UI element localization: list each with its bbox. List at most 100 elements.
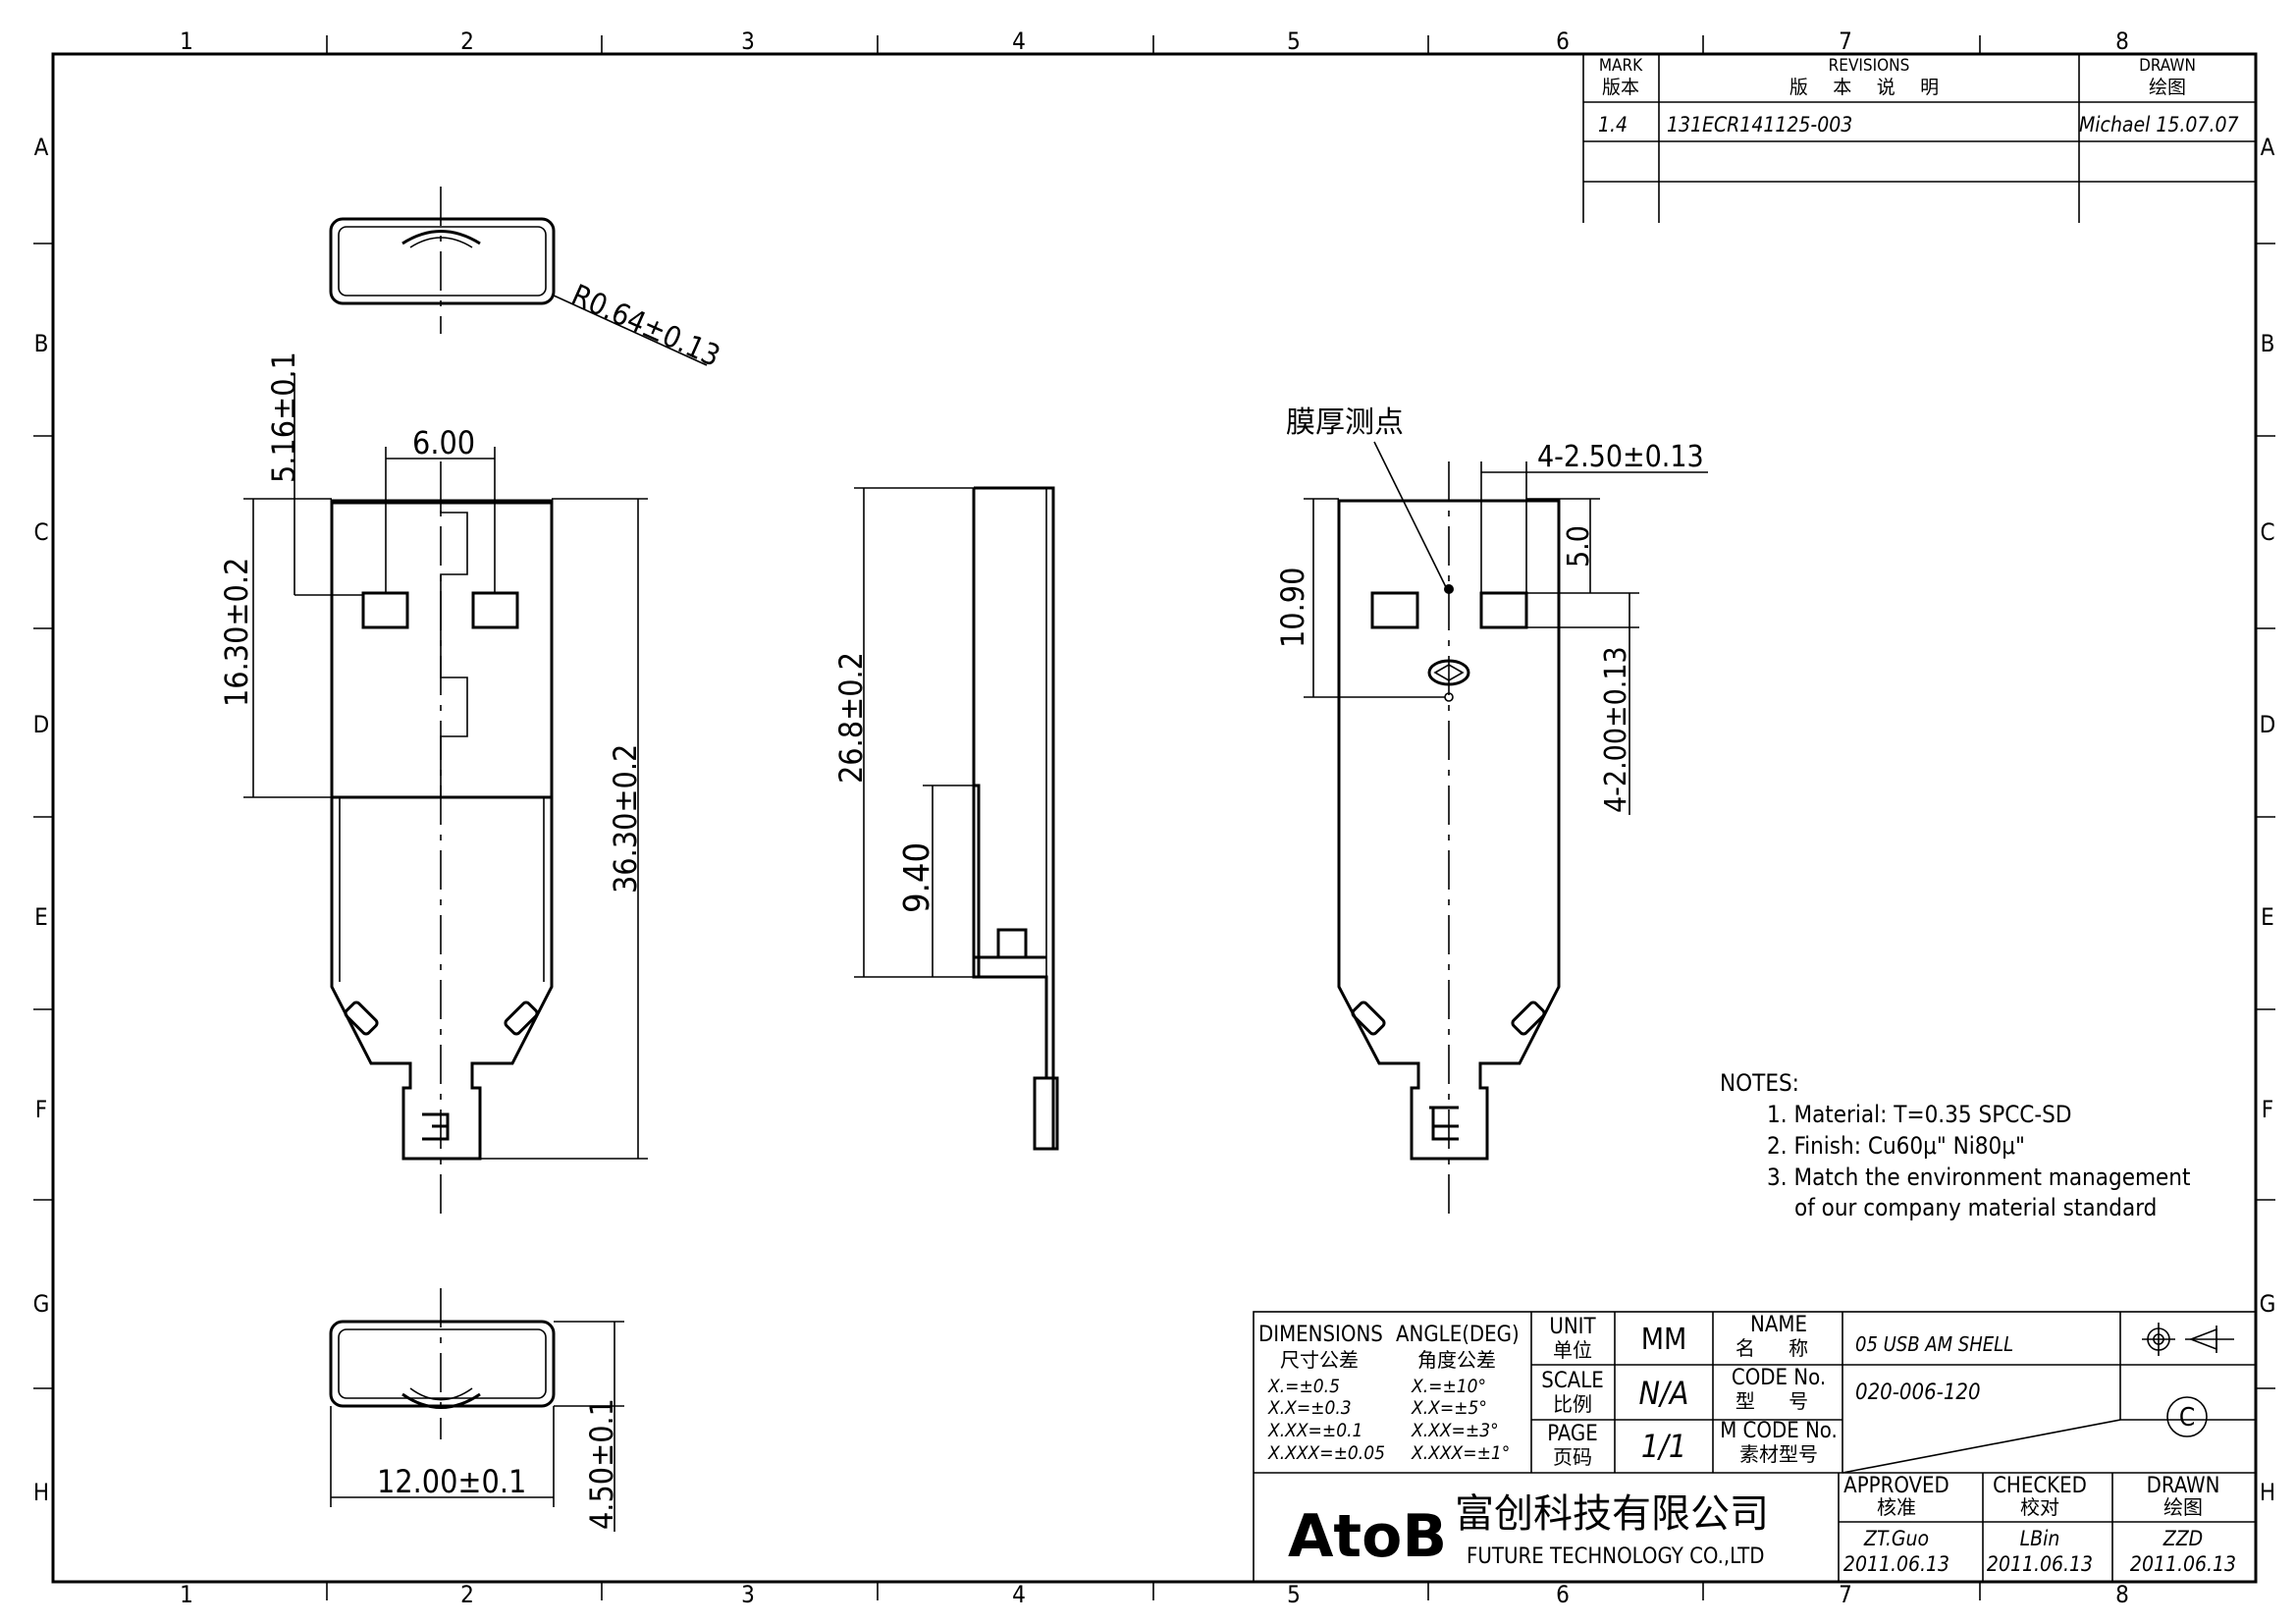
rev-entry-drawn: Michael 15.07.07 [2079, 113, 2238, 136]
row-label-g-left: G [33, 1290, 50, 1318]
notes-title: NOTES: [1720, 1069, 1799, 1097]
mcode-label-cn: 素材型号 [1739, 1442, 1818, 1466]
angtol-row-2: X.X=±5° [1411, 1397, 1487, 1419]
row-label-g-right: G [2260, 1290, 2276, 1318]
dim-268-label: 26.8±0.2 [832, 652, 870, 784]
radius-dim-label: R0.64±0.13 [566, 278, 725, 374]
dim-516-label: 5.16±0.1 [265, 352, 302, 483]
row-label-h-right: H [2260, 1479, 2275, 1506]
dim-1200-label: 12.00±0.1 [377, 1463, 526, 1500]
unit-label: UNIT [1549, 1315, 1596, 1339]
col-label-8-top: 8 [2115, 27, 2129, 55]
col-label-3-top: 3 [741, 27, 755, 55]
col-label-1-top: 1 [180, 27, 193, 55]
row-label-d-left: D [33, 711, 50, 738]
scale-label-cn: 比例 [1553, 1392, 1592, 1416]
approved-name: ZT.Guo [1863, 1527, 1929, 1550]
approved-date: 2011.06.13 [1843, 1552, 1949, 1576]
dim-450-label: 4.50±0.1 [583, 1398, 620, 1530]
col-label-4-top: 4 [1012, 27, 1026, 55]
row-label-b-right: B [2261, 330, 2275, 357]
dim-50-label: 5.0 [1562, 525, 1596, 568]
name-value: 05 USB AM SHELL [1855, 1332, 2013, 1356]
checked-date: 2011.06.13 [1987, 1552, 2093, 1576]
dim-1630-label: 16.30±0.2 [218, 558, 255, 707]
col-label-1-bottom: 1 [180, 1581, 193, 1608]
col-label-4-bottom: 4 [1012, 1581, 1026, 1608]
page-label-cn: 页码 [1553, 1445, 1592, 1469]
col-label-5-bottom: 5 [1287, 1581, 1301, 1608]
row-label-d-right: D [2260, 711, 2276, 738]
dim-4x250-label: 4-2.50±0.13 [1537, 440, 1704, 474]
code-label: CODE No. [1732, 1366, 1826, 1390]
tol-row-2: X.X=±0.3 [1267, 1397, 1352, 1419]
tol-row-4: X.XXX=±0.05 [1267, 1442, 1385, 1464]
row-label-f-right: F [2262, 1096, 2273, 1123]
thickness-point-callout: 膜厚测点 [1286, 406, 1404, 440]
note-item-1: 1. Material: T=0.35 SPCC-SD [1767, 1101, 2072, 1128]
row-label-h-left: H [33, 1479, 49, 1506]
angtol-row-1: X.=±10° [1411, 1376, 1486, 1397]
front-view: 5.16±0.1 6.00 16.30±0.2 36.30±0.2 [218, 352, 648, 1218]
row-label-f-left: F [35, 1096, 47, 1123]
unit-value: MM [1641, 1323, 1687, 1357]
checked-name: LBin [2020, 1527, 2060, 1550]
dim-4x200-label: 4-2.00±0.13 [1599, 646, 1633, 813]
rev-revisions-header: REVISIONS [1829, 56, 1910, 76]
title-block: DIMENSIONS 尺寸公差 ANGLE(DEG) 角度公差 X.=±0.5 … [1253, 1311, 2257, 1583]
dimensions-header: DIMENSIONS [1258, 1323, 1383, 1347]
angtol-row-4: X.XXX=±1° [1411, 1442, 1510, 1464]
rev-mark-header: MARK [1599, 56, 1643, 76]
row-label-c-right: C [2260, 518, 2274, 546]
note-item-4: of our company material standard [1794, 1194, 2157, 1221]
row-label-e-right: E [2261, 903, 2274, 931]
angtol-row-3: X.XX=±3° [1411, 1420, 1499, 1441]
rev-entry-text: 131ECR141125-003 [1667, 113, 1852, 136]
note-item-2: 2. Finish: Cu60μ" Ni80μ" [1767, 1132, 2025, 1160]
angle-header: ANGLE(DEG) [1396, 1323, 1520, 1347]
top-end-view: R0.64±0.13 [329, 187, 725, 374]
name-label-cn: 名 称 [1735, 1336, 1822, 1360]
col-label-7-bottom: 7 [1839, 1581, 1852, 1608]
row-label-e-left: E [34, 903, 48, 931]
drawing-frame: 1 2 3 4 5 6 7 8 1 2 3 4 5 6 7 8 A B C D … [33, 27, 2276, 1608]
rev-revisions-header-cn: 版 本 说 明 [1789, 77, 1949, 98]
angle-header-cn: 角度公差 [1417, 1348, 1496, 1372]
approved-label-cn: 核准 [1877, 1495, 1916, 1519]
page-label: PAGE [1547, 1422, 1598, 1446]
note-item-3: 3. Match the environment management [1767, 1164, 2190, 1191]
revision-table: MARK 版本 REVISIONS 版 本 说 明 DRAWN 绘图 1.4 1… [1582, 54, 2256, 223]
drawn-name: ZZD [2163, 1527, 2203, 1550]
back-view: 膜厚测点 10.90 4-2.50±0.13 5.0 4-2.00±0.13 [1274, 406, 1708, 1218]
company-logo: AtoB [1288, 1502, 1447, 1571]
bottom-end-view: 12.00±0.1 4.50±0.1 [329, 1288, 624, 1532]
dim-600-label: 6.00 [412, 424, 475, 461]
page-value: 1/1 [1641, 1428, 1686, 1465]
rev-entry-mark: 1.4 [1598, 113, 1628, 136]
rev-drawn-header: DRAWN [2139, 56, 2196, 76]
row-label-c-left: C [33, 518, 48, 546]
side-view: 26.8±0.2 9.40 [832, 486, 1059, 1151]
col-label-5-top: 5 [1287, 27, 1301, 55]
drawn-label-cn: 绘图 [2163, 1495, 2203, 1519]
code-label-cn: 型 号 [1735, 1389, 1822, 1413]
notes-block: NOTES: 1. Material: T=0.35 SPCC-SD 2. Fi… [1720, 1069, 2190, 1221]
name-label: NAME [1750, 1313, 1807, 1337]
svg-text:C: C [2179, 1403, 2195, 1433]
mcode-label: M CODE No. [1720, 1419, 1838, 1443]
scale-value: N/A [1639, 1375, 1689, 1412]
company-name-en: FUTURE TECHNOLOGY CO.,LTD [1467, 1544, 1765, 1569]
checked-label: CHECKED [1993, 1474, 2087, 1498]
col-label-7-top: 7 [1839, 27, 1852, 55]
col-label-2-top: 2 [460, 27, 474, 55]
dim-3630-label: 36.30±0.2 [607, 744, 644, 893]
copyright-icon: C [2166, 1396, 2208, 1437]
tol-row-3: X.XX=±0.1 [1267, 1420, 1362, 1441]
unit-label-cn: 单位 [1553, 1338, 1592, 1362]
drawn-date: 2011.06.13 [2130, 1552, 2236, 1576]
company-name-cn: 富创科技有限公司 [1455, 1491, 1769, 1537]
col-label-2-bottom: 2 [460, 1581, 474, 1608]
rev-mark-header-cn: 版本 [1602, 77, 1639, 98]
dim-940-label: 9.40 [897, 842, 937, 913]
